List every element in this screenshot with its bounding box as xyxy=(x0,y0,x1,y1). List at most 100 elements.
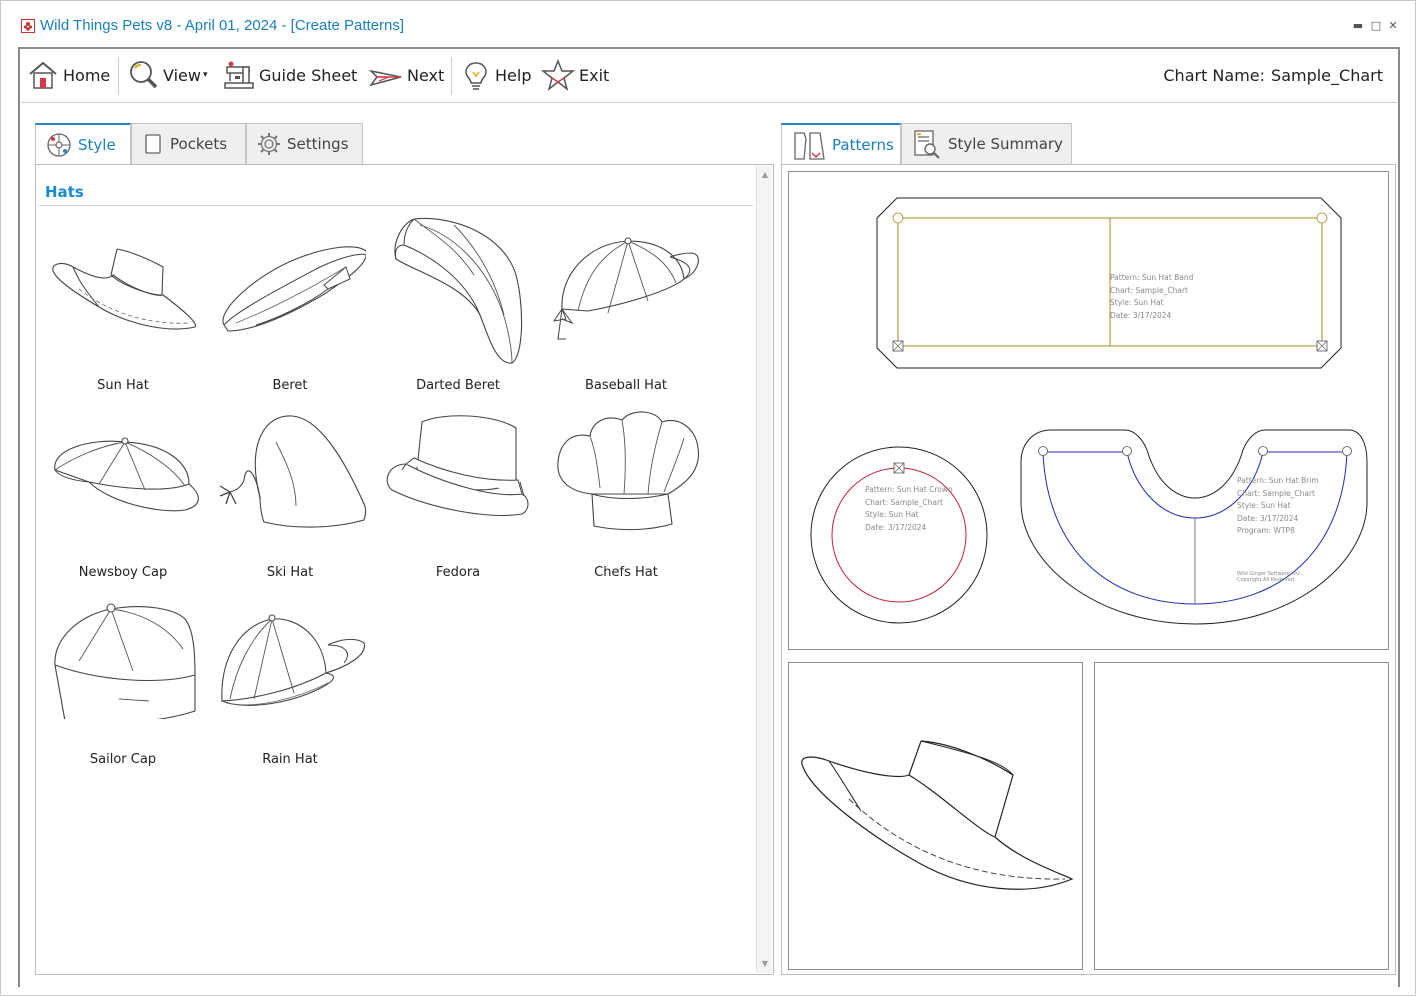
band-pattern-line: Date: 3/17/2024 xyxy=(1110,310,1172,320)
hat-label: Newsboy Cap xyxy=(78,565,168,580)
hat-item-sun-hat[interactable]: Sun Hat xyxy=(43,215,203,395)
scroll-up-icon[interactable]: ▲ xyxy=(761,170,769,179)
home-icon xyxy=(29,61,57,89)
tab-style-label: Style xyxy=(78,135,116,154)
crown-pattern-line: Style: Sun Hat xyxy=(865,510,919,519)
star-icon xyxy=(541,59,575,91)
window-title: Wild Things Pets v8 - April 01, 2024 - [… xyxy=(40,17,405,34)
hat-item-newsboy-cap[interactable]: Newsboy Cap xyxy=(43,402,203,582)
hat-label: Baseball Hat xyxy=(584,378,668,393)
lightbulb-icon xyxy=(465,62,487,90)
home-button[interactable]: Home xyxy=(27,49,110,101)
sun-hat-icon xyxy=(52,248,196,330)
hat-label: Rain Hat xyxy=(262,752,318,767)
ski-hat-icon xyxy=(219,415,367,528)
crown-pattern-line: Date: 3/17/2024 xyxy=(865,522,927,532)
next-button[interactable]: Next xyxy=(369,49,444,101)
hat-item-sailor-cap[interactable]: Sailor Cap xyxy=(43,589,203,769)
next-label: Next xyxy=(407,65,445,85)
hat-item-beret[interactable]: Beret xyxy=(210,215,370,395)
hat-label: Sailor Cap xyxy=(89,752,157,767)
fedora-icon xyxy=(386,415,529,516)
toolbar-separator xyxy=(451,57,452,95)
crown-pattern-info: Pattern: Sun Hat Crown Chart: Sample_Cha… xyxy=(865,484,953,534)
baseball-hat-icon xyxy=(552,237,699,340)
pocket-icon xyxy=(145,134,161,154)
toolbar: Home View ▾ Guide Sheet xyxy=(21,49,1397,103)
tab-style[interactable]: Style xyxy=(35,123,131,165)
style-gallery-panel: Hats ▲ ▼ Sun Hat xyxy=(35,164,774,975)
brim-pattern-line: Style: Sun Hat xyxy=(1237,501,1291,510)
chefs-hat-icon xyxy=(557,411,700,531)
brim-pattern-line: Program: WTP8 xyxy=(1237,526,1295,535)
copyright-line: Wild Ginger Software, Inc. xyxy=(1237,571,1302,577)
summary-icon xyxy=(914,130,940,159)
home-label: Home xyxy=(63,65,111,85)
close-button[interactable]: ✕ xyxy=(1388,19,1398,32)
hat-label: Ski Hat xyxy=(266,565,314,580)
title-bar: Wild Things Pets v8 - April 01, 2024 - [… xyxy=(1,1,1415,47)
hat-item-fedora[interactable]: Fedora xyxy=(378,402,538,582)
patterns-panel: Pattern: Sun Hat Band Chart: Sample_Char… xyxy=(781,164,1396,975)
band-pattern-line: Style: Sun Hat xyxy=(1110,298,1164,307)
pattern-layout-drawing xyxy=(810,197,1368,625)
minimize-button[interactable]: ▬ xyxy=(1352,19,1364,32)
tab-settings[interactable]: Settings xyxy=(246,123,363,165)
tab-pockets[interactable]: Pockets xyxy=(131,123,246,165)
view-label: View xyxy=(163,65,201,85)
sailor-cap-icon xyxy=(54,603,196,719)
view-dropdown-arrow: ▾ xyxy=(202,70,208,80)
help-label: Help xyxy=(495,65,532,85)
chart-name-label: Chart Name: xyxy=(1163,65,1266,85)
rain-hat-icon xyxy=(221,614,365,706)
tab-patterns-label: Patterns xyxy=(832,135,894,154)
view-menu-button[interactable]: View ▾ xyxy=(127,49,208,101)
band-pattern-line: Chart: Sample_Chart xyxy=(1110,285,1189,295)
tab-style-summary[interactable]: Style Summary xyxy=(901,123,1072,165)
tab-patterns[interactable]: Patterns xyxy=(781,123,901,165)
crown-pattern-line: Pattern: Sun Hat Crown xyxy=(865,485,953,494)
band-pattern-line: Pattern: Sun Hat Band xyxy=(1110,273,1194,282)
band-pattern-info: Pattern: Sun Hat Band Chart: Sample_Char… xyxy=(1110,272,1193,322)
hat-item-baseball-hat[interactable]: Baseball Hat xyxy=(546,215,706,395)
tab-style-summary-label: Style Summary xyxy=(948,135,1063,153)
copyright-line: Copyright All Reserved xyxy=(1237,577,1295,583)
hat-label: Beret xyxy=(272,378,308,393)
magnifier-icon xyxy=(130,61,158,89)
maximize-button[interactable]: □ xyxy=(1370,19,1382,32)
guide-sheet-label: Guide Sheet xyxy=(259,65,358,85)
hat-item-ski-hat[interactable]: Ski Hat xyxy=(210,402,370,582)
exit-label: Exit xyxy=(579,65,610,85)
left-tab-strip: Style Pockets Settings xyxy=(35,123,375,165)
hat-item-rain-hat[interactable]: Rain Hat xyxy=(210,589,370,769)
scroll-down-icon[interactable]: ▼ xyxy=(761,959,769,968)
hat-label: Chefs Hat xyxy=(594,565,658,580)
tab-settings-label: Settings xyxy=(287,135,349,153)
exit-button[interactable]: Exit xyxy=(541,49,609,101)
section-title: Hats xyxy=(45,183,84,201)
sun-hat-preview-icon xyxy=(801,740,1074,890)
hat-item-chefs-hat[interactable]: Chefs Hat xyxy=(546,402,706,582)
brim-pattern-info: Pattern: Sun Hat Brim Chart: Sample_Char… xyxy=(1237,475,1319,538)
hat-item-darted-beret[interactable]: Darted Beret xyxy=(378,215,538,395)
pattern-layout-preview[interactable]: Pattern: Sun Hat Band Chart: Sample_Char… xyxy=(788,171,1389,650)
paper-plane-icon xyxy=(369,69,402,87)
newsboy-cap-icon xyxy=(54,437,199,512)
brim-pattern-line: Pattern: Sun Hat Brim xyxy=(1237,476,1319,485)
right-tab-strip: Patterns Style Summary xyxy=(781,123,1081,165)
gear-icon xyxy=(258,133,280,155)
help-button[interactable]: Help xyxy=(461,49,531,101)
app-logo-icon xyxy=(21,19,35,33)
guide-sheet-button[interactable]: Guide Sheet xyxy=(223,49,357,101)
brim-pattern-line: Date: 3/17/2024 xyxy=(1237,513,1299,523)
secondary-preview-box xyxy=(1094,662,1389,970)
hat-label: Sun Hat xyxy=(97,378,149,393)
chart-name-display: Chart Name: Sample_Chart xyxy=(1163,49,1383,101)
style-icon xyxy=(47,132,71,157)
sewing-machine-icon xyxy=(224,61,254,89)
darted-beret-icon xyxy=(394,217,523,364)
style-preview-box xyxy=(788,662,1083,970)
vertical-scrollbar[interactable]: ▲ ▼ xyxy=(756,166,772,973)
patterns-icon xyxy=(794,131,825,160)
